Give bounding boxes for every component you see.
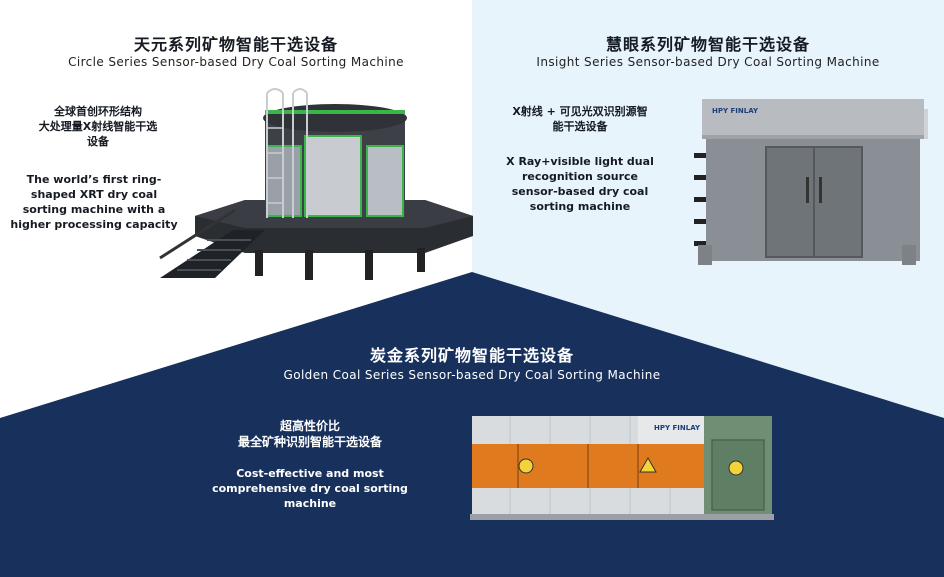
circle-desc-en: The world’s first ring- shaped XRT dry c… xyxy=(4,172,184,232)
golden-brand-label: HPY FINLAY xyxy=(654,424,701,432)
insight-desc-en: X Ray+visible light dual recognition sou… xyxy=(480,154,680,214)
circle-machine-image xyxy=(159,88,473,280)
circle-desc-zh-line: 全球首创环形结构 xyxy=(54,105,142,118)
golden-desc-en: Cost-effective and most comprehensive dr… xyxy=(200,466,420,511)
insight-desc-en-line: X Ray+visible light dual xyxy=(506,155,654,168)
golden-desc-en-line: Cost-effective and most xyxy=(236,467,384,480)
insight-machine-image: HPY FINLAY xyxy=(688,95,928,270)
golden-desc-en-line: machine xyxy=(283,497,337,510)
insight-desc-en-line: sorting machine xyxy=(529,200,631,213)
circle-desc-zh-line: 设备 xyxy=(87,135,109,148)
circle-desc-en-line: sorting machine with a xyxy=(22,203,166,216)
circle-desc-en-line: higher processing capacity xyxy=(10,218,178,231)
golden-desc-zh: 超高性价比 最全矿种识别智能干选设备 xyxy=(200,418,420,450)
golden-desc-zh-line: 超高性价比 xyxy=(279,419,340,433)
insight-desc-zh-line: X射线 + 可见光双识别源智 xyxy=(512,105,648,118)
insight-title-en: Insight Series Sensor-based Dry Coal Sor… xyxy=(536,55,880,69)
golden-title-zh: 炭金系列矿物智能干选设备 xyxy=(369,346,574,365)
circle-desc-en-line: The world’s first ring- xyxy=(26,173,162,186)
circle-desc-en-line: shaped XRT dry coal xyxy=(30,188,158,201)
golden-title-en: Golden Coal Series Sensor-based Dry Coal… xyxy=(283,368,661,382)
circle-title-en: Circle Series Sensor-based Dry Coal Sort… xyxy=(68,55,404,69)
insight-desc-en-line: recognition source xyxy=(521,170,639,183)
insight-desc-en-line: sensor-based dry coal xyxy=(511,185,649,198)
golden-desc-zh-line: 最全矿种识别智能干选设备 xyxy=(237,435,382,449)
circle-desc-zh-line: 大处理量X射线智能干选 xyxy=(38,120,158,133)
circle-desc-zh: 全球首创环形结构 大处理量X射线智能干选 设备 xyxy=(8,104,188,149)
insight-desc-zh: X射线 + 可见光双识别源智 能干选设备 xyxy=(480,104,680,134)
circle-title-zh: 天元系列矿物智能干选设备 xyxy=(133,35,338,54)
insight-title-zh: 慧眼系列矿物智能干选设备 xyxy=(605,35,810,54)
insight-brand-label: HPY FINLAY xyxy=(712,107,759,115)
golden-machine-image: HPY FINLAY xyxy=(470,414,774,522)
insight-desc-zh-line: 能干选设备 xyxy=(552,120,608,133)
golden-desc-en-line: comprehensive dry coal sorting xyxy=(212,482,408,495)
